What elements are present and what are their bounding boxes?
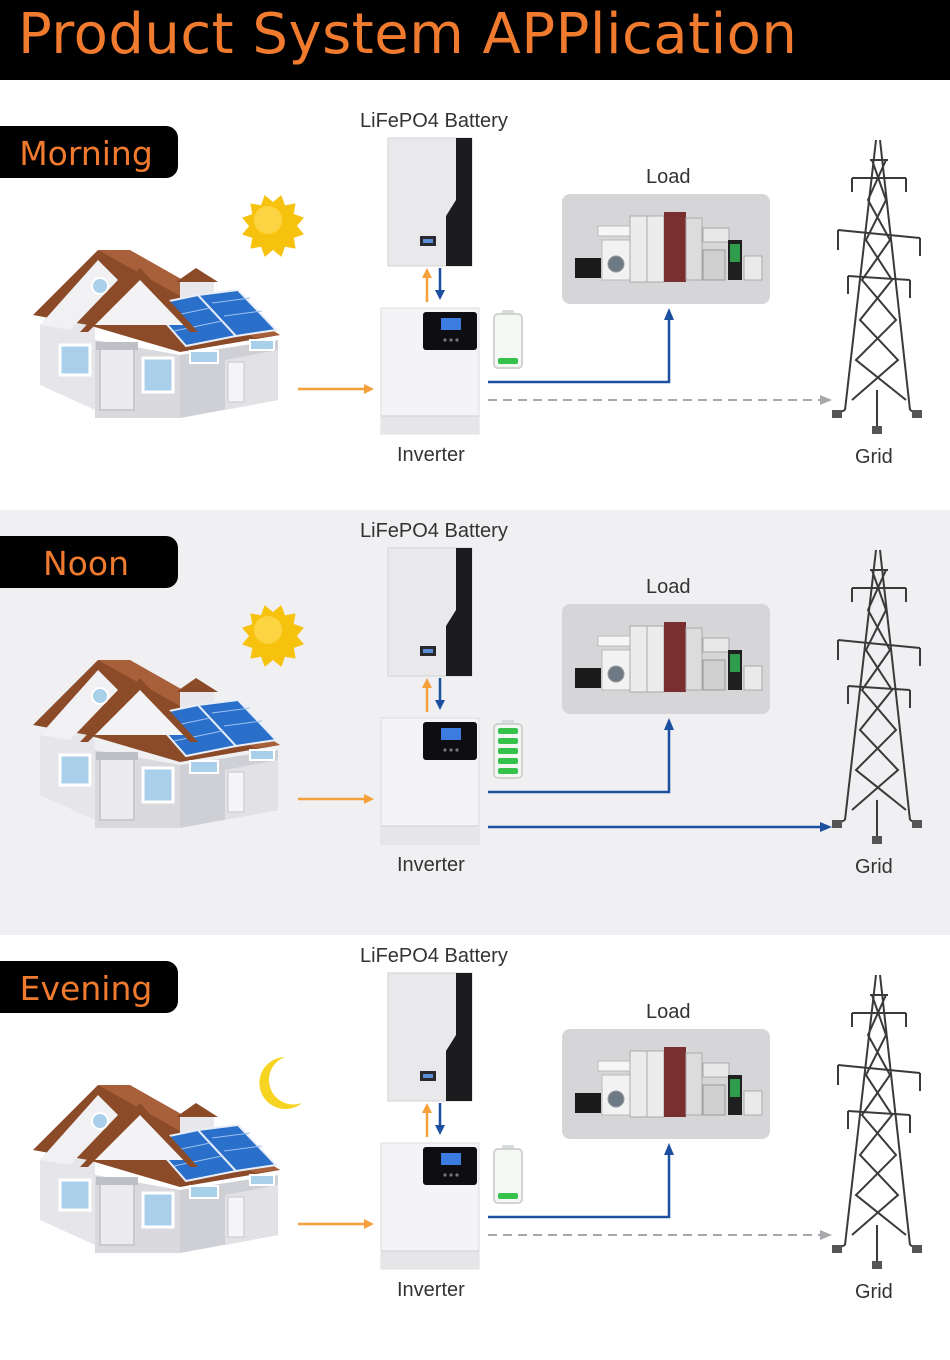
lifepo4-battery-icon [387,972,473,1102]
solar-flow-arrow [298,1219,374,1229]
page-title: Product System APPlication [18,2,798,67]
transmission-tower-icon [832,974,922,1269]
inverter-grid-flow [488,1230,832,1240]
inverter-icon [380,1142,480,1270]
time-of-day-label: Evening [19,969,153,1008]
inverter-load-flow [488,308,674,384]
house-icon [33,660,280,828]
solar-flow-arrow [298,384,374,394]
time-of-day-label: Noon [43,544,129,583]
time-of-day-badge: Evening [0,961,178,1013]
sun-icon [242,195,304,257]
transmission-tower-icon [832,549,922,844]
inverter-label: Inverter [397,854,465,876]
time-of-day-badge: Morning [0,126,178,178]
load-label: Load [646,576,691,598]
house-icon [33,250,280,418]
battery-inverter-arrows [422,268,445,302]
battery-label: LiFePO4 Battery [360,520,508,542]
battery-label: LiFePO4 Battery [360,945,508,967]
inverter-label: Inverter [397,1279,465,1301]
battery-inverter-arrows [422,678,445,712]
sun-icon [242,605,304,667]
load-label: Load [646,166,691,188]
inverter-grid-flow [488,822,832,832]
solar-flow-arrow [298,794,374,804]
load-appliances-icon [562,194,770,304]
battery-charge-indicator [493,720,523,779]
inverter-grid-flow [488,395,832,405]
battery-label: LiFePO4 Battery [360,110,508,132]
system-diagram [33,972,922,1270]
house-icon [33,1085,280,1253]
header-banner: Product System APPlication [0,0,950,80]
inverter-load-flow [488,1143,674,1219]
battery-charge-indicator [493,310,523,369]
grid-label: Grid [855,856,893,878]
inverter-load-flow [488,718,674,794]
lifepo4-battery-icon [387,137,473,267]
grid-label: Grid [855,446,893,468]
inverter-icon [380,717,480,845]
lifepo4-battery-icon [387,547,473,677]
battery-inverter-arrows [422,1103,445,1137]
moon-icon [259,1057,302,1109]
load-appliances-icon [562,1029,770,1139]
grid-label: Grid [855,1281,893,1303]
time-of-day-label: Morning [19,134,153,173]
battery-charge-indicator [493,1145,523,1204]
transmission-tower-icon [832,139,922,434]
system-diagram [33,137,922,435]
time-of-day-badge: Noon [0,536,178,588]
load-label: Load [646,1001,691,1023]
load-appliances-icon [562,604,770,714]
inverter-icon [380,307,480,435]
system-diagram [33,547,922,845]
inverter-label: Inverter [397,444,465,466]
